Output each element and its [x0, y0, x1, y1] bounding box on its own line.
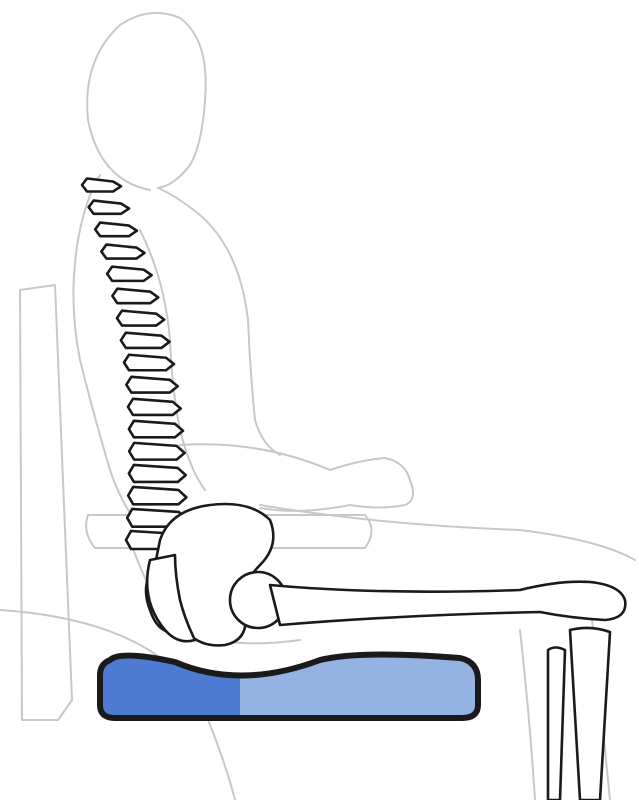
vertebra — [101, 245, 144, 259]
chair-backrest — [20, 285, 72, 720]
vertebra — [124, 355, 174, 371]
vertebra — [129, 421, 183, 437]
shin-outline — [520, 630, 535, 800]
femur-bone — [270, 582, 625, 625]
vertebra — [107, 267, 152, 281]
vertebra — [126, 377, 177, 393]
vertebra — [121, 333, 170, 348]
vertebra — [129, 443, 185, 460]
vertebra — [89, 201, 129, 214]
vertebra — [128, 399, 181, 415]
spine — [82, 179, 187, 550]
forearm-outline — [180, 444, 413, 511]
tibia-bone — [570, 628, 610, 800]
head-outline — [87, 13, 206, 190]
thigh-outline — [260, 505, 635, 560]
vertebra — [129, 465, 186, 482]
vertebra — [128, 487, 186, 504]
vertebra — [112, 289, 158, 304]
fibula-bone — [548, 648, 565, 800]
vertebra — [82, 179, 121, 192]
vertebra — [95, 223, 137, 237]
vertebra — [117, 311, 164, 326]
